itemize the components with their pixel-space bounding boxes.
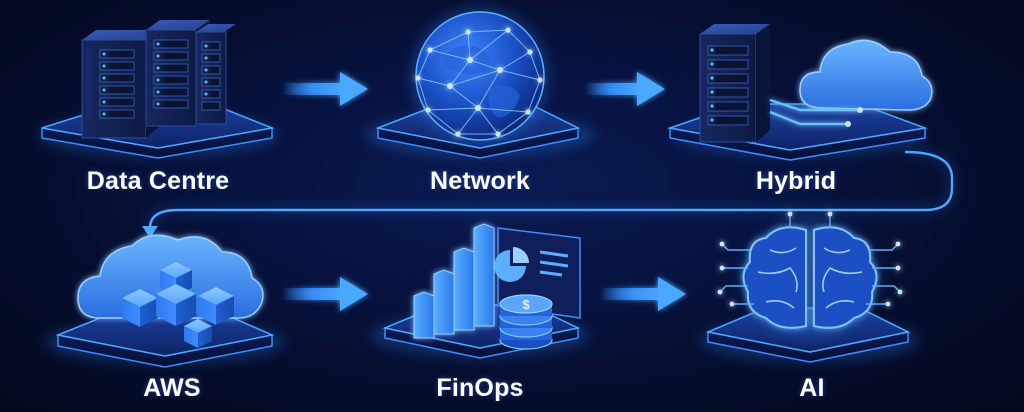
label-aws: AWS [143, 374, 201, 402]
label-network: Network [429, 167, 531, 195]
dollar-sign-icon: $ [522, 297, 530, 312]
connector-arrowhead-icon [142, 226, 158, 238]
arrow-2-icon [585, 72, 665, 106]
server-rack-icon [81, 20, 236, 139]
label-ai: AI [799, 374, 825, 402]
label-data-centre: Data Centre [86, 167, 230, 195]
label-finops: FinOps [436, 374, 524, 402]
arrow-3-icon [282, 277, 368, 311]
globe-network-icon [410, 6, 550, 146]
server-cloud-icon [699, 24, 933, 143]
cloud-cubes-icon [77, 234, 264, 348]
arrow-1-icon [282, 72, 368, 106]
row-connector [142, 149, 955, 238]
arrow-4-icon [600, 277, 686, 311]
bar-chart-coins-icon: $ [413, 223, 581, 350]
label-hybrid: Hybrid [755, 167, 837, 195]
brain-circuit-icon [717, 211, 903, 338]
